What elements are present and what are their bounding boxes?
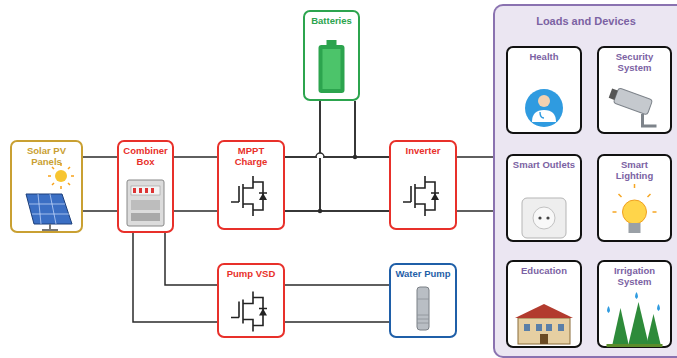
load-box: Security System [597,46,672,134]
storage-box: Batteries [303,10,360,101]
node-title: Education [508,262,580,277]
node-title: MPPT Charge [219,142,283,168]
junction-dot [353,155,357,159]
node-title: Water Pump [391,265,455,280]
power-wire [83,157,117,211]
source-box: Solar PV Panels [10,140,83,233]
loads-panel: Loads and DevicesHealth Security SystemSm… [493,4,677,358]
converter-box: MPPT Charge [217,140,285,230]
pump-box: Water Pump [389,263,457,338]
power-wire [320,101,389,211]
power-wire [174,157,217,211]
wire-hop [316,153,324,157]
node-title: Smart Outlets [508,156,580,171]
load-box: Health [506,46,582,134]
node-title: Combiner Box [119,142,172,168]
power-wire [133,233,217,322]
node-title: Pump VSD [219,265,283,280]
node-title: Security System [599,48,670,74]
power-wire [285,285,389,322]
converter-box: Pump VSD [217,263,285,338]
load-box: Education [506,260,582,348]
wire-hop-gap [317,156,323,158]
node-title: Irrigation System [599,262,670,288]
converter-box: Inverter [389,140,457,230]
power-wire [285,157,389,211]
node-title: Health [508,48,580,63]
node-title: Inverter [391,142,455,157]
node-title: Smart Lighting [599,156,670,182]
load-box: Smart Lighting [597,154,672,242]
node-title: Loads and Devices [495,6,677,28]
load-box: Smart Outlets [506,154,582,242]
power-wire [457,157,493,211]
load-box: Irrigation System [597,260,672,348]
junction-dot [318,209,322,213]
node-title: Batteries [305,12,358,27]
node-title: Solar PV Panels [12,142,81,168]
converter-box: Combiner Box [117,140,174,233]
